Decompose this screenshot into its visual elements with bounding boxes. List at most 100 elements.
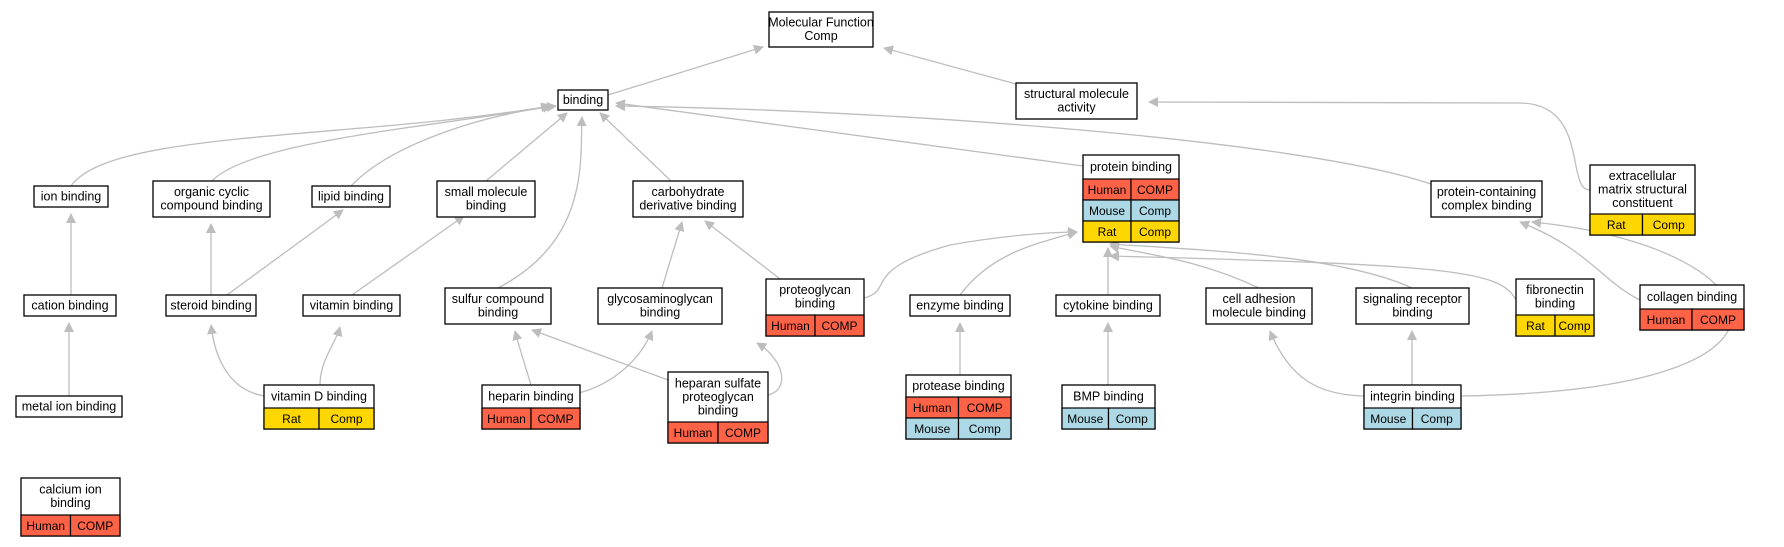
node-label-line: binding [698,403,738,417]
node-box [15,395,123,418]
node-label-line: sulfur compound [452,292,544,306]
source-badge-label: Comp [330,412,362,426]
species-badge-label: Rat [282,412,301,426]
node-ion: ion binding [33,185,109,208]
node-box [768,11,874,48]
node-label-line: signaling receptor [1363,292,1462,306]
source-badge-label: Comp [1558,319,1590,333]
source-badge-cell [814,314,865,337]
node-label-line: protein binding [1090,160,1172,174]
source-badge-cell [318,407,375,430]
edge-hspg-to-sulfur [531,328,669,381]
node-label-line: binding [478,306,518,320]
source-badge-cell [69,514,121,537]
node-box [1355,287,1470,325]
species-badge-label: Mouse [1089,204,1125,218]
source-badge-label: Comp [1653,218,1685,232]
node-label-line: enzyme binding [916,298,1004,312]
species-badge-label: Human [674,426,713,440]
species-badge-label: Rat [1607,218,1626,232]
source-badge-label: Comp [1139,225,1171,239]
source-badge-label: COMP [725,426,761,440]
edge-vitd-to-steroid [207,324,265,397]
node-label-line: activity [1057,101,1096,115]
node-box [33,185,109,208]
node-steroid: steroid binding [165,294,257,317]
edge-proteoglycan-to-carb [704,220,781,280]
node-label-line: cell adhesion [1223,292,1296,306]
species-badge-label: Human [487,412,526,426]
node-label-line: binding [640,306,680,320]
node-label-line: binding [1535,297,1575,311]
source-badge-label: COMP [538,412,574,426]
node-cytokine: cytokine binding [1055,294,1161,317]
node-label-line: molecule binding [1212,306,1306,320]
edge-small-to-binding [485,112,568,182]
edge-lipid-to-binding [350,102,557,187]
node-box [436,180,536,218]
node-box [1055,294,1161,317]
node-label-line: binding [50,496,90,510]
species-badge-label: Rat [1098,225,1117,239]
edge-proteoglycan-to-protein [863,227,1078,299]
species-badge-label: Human [771,319,810,333]
node-box [909,294,1011,317]
node-label-line: binding [1392,306,1432,320]
node-label-line: calcium ion [39,483,102,497]
node-box [311,185,391,208]
node-label-line: collagen binding [1647,290,1737,304]
source-badge-cell [1554,314,1595,337]
node-label-line: Molecular Function [768,16,874,30]
source-badge-cell [1130,220,1180,243]
source-badge-label: Comp [1139,204,1171,218]
edge-fibronectin-to-protein [1109,251,1517,301]
node-label-line: derivative binding [639,199,736,213]
source-badge-label: COMP [822,319,858,333]
edge-vitd-to-vitamin [319,326,343,386]
source-badge-cell [1641,213,1696,236]
node-vitamin: vitamin binding [302,294,401,317]
edge-signaling-to-protein [1109,239,1413,289]
node-label-line: integrin binding [1370,389,1455,403]
source-badge-cell [530,407,581,430]
species-badge-label: Rat [1526,319,1545,333]
edge-ecm-to-structural [1148,97,1591,191]
species-badge-label: Mouse [1067,412,1103,426]
node-box [165,294,257,317]
node-label-line: structural molecule [1024,87,1129,101]
node-label-line: compound binding [160,199,262,213]
node-label-line: complex binding [1441,199,1531,213]
node-label-line: lipid binding [318,189,384,203]
node-label-line: protease binding [912,379,1004,393]
source-badge-label: COMP [1700,313,1736,327]
node-label-line: organic cyclic [174,185,249,199]
edge-sulfur-to-binding [497,116,587,289]
node-label-line: cation binding [31,298,108,312]
species-badge-label: Human [1088,183,1127,197]
node-label-line: binding [466,199,506,213]
species-badge-label: Human [1647,313,1686,327]
edge-enzyme-to-protein [959,229,1078,296]
edge-binding-to-mf [607,44,764,96]
species-badge-label: Mouse [914,422,950,436]
node-label-line: binding [563,93,603,107]
source-badge-cell [717,421,769,444]
node-box [1430,180,1543,218]
edge-protein-to-binding [615,99,1084,167]
edge-structural-to-mf [883,45,1017,85]
node-lipid: lipid binding [311,185,391,208]
